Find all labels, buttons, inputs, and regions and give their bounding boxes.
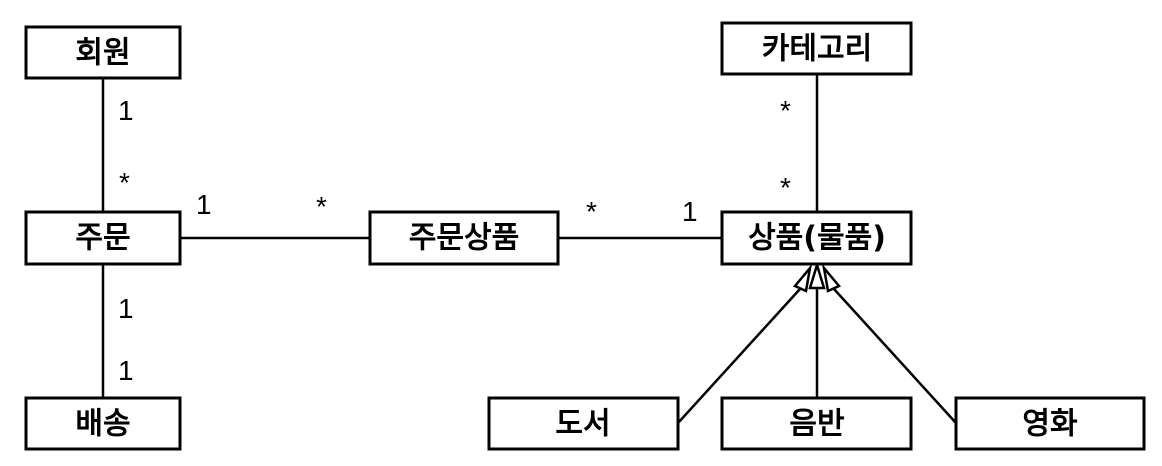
- entity-movie-label: 영화: [1022, 407, 1078, 442]
- entity-category-label: 카테고리: [762, 32, 872, 67]
- entity-order-item: 주문상품: [368, 210, 560, 266]
- multiplicity-member-side: 1: [118, 95, 134, 126]
- multiplicity-orderitem-side-of-order: *: [316, 191, 327, 222]
- book-inheritance-arrowhead: [792, 263, 813, 293]
- entity-member: 회원: [24, 25, 182, 80]
- entity-album: 음반: [720, 396, 913, 451]
- book-inheritance-line: [677, 288, 801, 424]
- multiplicity-item-side-of-category: *: [780, 172, 791, 203]
- entity-order-label: 주문: [75, 221, 130, 256]
- entity-book: 도서: [487, 396, 680, 451]
- movie-inheritance-line: [833, 288, 957, 424]
- entity-category: 카테고리: [720, 21, 913, 76]
- entity-order-item-label: 주문상품: [409, 221, 519, 256]
- multiplicity-order-side-of-orderitem: 1: [196, 189, 212, 220]
- multiplicity-order-side-of-delivery: 1: [118, 293, 134, 324]
- entity-order: 주문: [24, 210, 182, 266]
- movie-inheritance-arrowhead: [821, 263, 842, 293]
- multiplicity-orderitem-side-of-item: *: [586, 196, 597, 227]
- multiplicity-delivery-side: 1: [118, 355, 134, 386]
- entity-album-label: 음반: [789, 407, 845, 442]
- multiplicity-category-side: *: [780, 95, 791, 126]
- entity-item: 상품(물품): [720, 210, 913, 266]
- entity-book-label: 도서: [555, 407, 610, 442]
- entity-delivery: 배송: [24, 396, 182, 451]
- multiplicity-order-side-of-member: *: [119, 167, 130, 198]
- entity-member-label: 회원: [75, 36, 130, 71]
- entity-movie: 영화: [954, 396, 1146, 451]
- multiplicity-item-side-of-orderitem: 1: [682, 196, 698, 227]
- entity-delivery-label: 배송: [75, 407, 130, 442]
- entity-item-label: 상품(물품): [748, 221, 886, 256]
- album-inheritance-arrowhead: [808, 260, 826, 290]
